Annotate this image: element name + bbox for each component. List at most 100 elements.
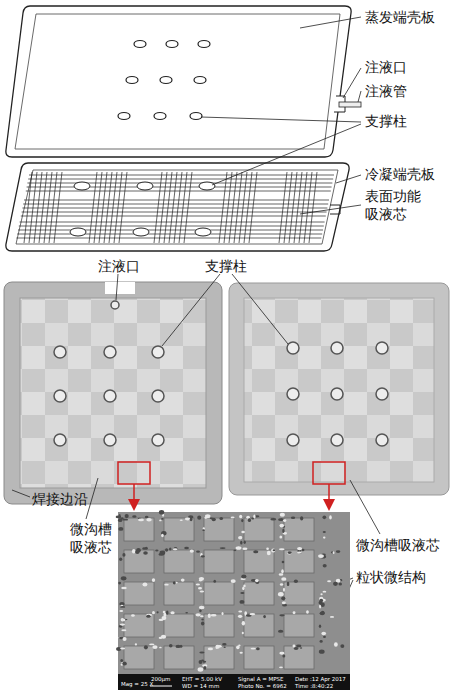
particle <box>159 510 164 515</box>
particle <box>242 621 245 625</box>
groove-cell <box>284 646 314 669</box>
particle <box>244 541 246 544</box>
particle <box>196 551 200 553</box>
particle <box>238 536 242 539</box>
particle <box>120 606 125 608</box>
particle <box>142 547 146 550</box>
groove <box>27 183 332 184</box>
particle <box>119 558 122 562</box>
particle <box>202 606 204 609</box>
groove <box>20 222 325 223</box>
particle <box>333 582 338 586</box>
particle <box>282 529 284 533</box>
groove-cell <box>244 646 274 669</box>
particle <box>124 577 126 579</box>
particle <box>318 554 324 558</box>
groove-cell <box>244 550 274 573</box>
part-label: 冷凝端壳板 <box>365 165 435 183</box>
particle <box>221 612 223 615</box>
particle <box>200 591 204 593</box>
particle <box>248 518 251 522</box>
particle <box>161 518 164 520</box>
particle <box>238 610 242 612</box>
particle <box>166 611 168 615</box>
particle <box>319 599 323 603</box>
groove-cell <box>164 582 194 605</box>
particle <box>292 645 295 648</box>
particle <box>190 550 194 553</box>
particle <box>118 637 123 639</box>
groove-cell <box>284 582 314 605</box>
part-label: 微沟槽吸液芯 <box>356 536 440 554</box>
particle <box>239 600 244 604</box>
particle <box>208 648 213 651</box>
particle <box>149 644 154 646</box>
particle <box>123 637 127 641</box>
particle <box>279 548 285 550</box>
particle <box>267 551 271 555</box>
particle <box>190 518 193 521</box>
particle <box>253 514 255 518</box>
groove-cell <box>204 582 234 605</box>
groove <box>19 226 324 227</box>
particle <box>250 613 256 615</box>
particle <box>287 551 291 554</box>
groove-cell <box>204 518 234 541</box>
particle <box>231 517 235 519</box>
particle <box>122 553 125 557</box>
groove <box>27 187 332 188</box>
particle <box>231 579 236 583</box>
particle <box>212 518 216 521</box>
particle <box>161 534 164 538</box>
particle <box>280 518 282 520</box>
particle <box>331 551 335 553</box>
particle <box>203 527 205 530</box>
particle <box>242 632 244 635</box>
particle <box>163 611 166 614</box>
particle <box>300 647 302 649</box>
groove <box>16 238 321 239</box>
particle <box>159 619 164 621</box>
particle <box>169 547 171 550</box>
particle <box>180 519 183 521</box>
particle <box>320 593 322 595</box>
particle <box>329 515 332 519</box>
particle <box>279 666 283 668</box>
particle <box>246 516 250 519</box>
particle <box>271 549 275 553</box>
particle <box>253 550 258 553</box>
particle <box>283 513 285 517</box>
particle <box>319 625 321 629</box>
particle <box>216 645 220 649</box>
groove-cell <box>164 550 194 573</box>
particle <box>165 548 168 552</box>
groove-cell <box>124 614 154 637</box>
particle <box>119 610 123 612</box>
particle <box>320 611 325 615</box>
groove-cell <box>284 518 314 541</box>
particle <box>282 654 285 657</box>
particle <box>208 613 211 617</box>
particle <box>339 582 342 585</box>
particle <box>144 645 148 649</box>
particle <box>155 549 158 551</box>
particle <box>283 588 285 592</box>
part-label: 支撑柱 <box>205 257 247 275</box>
particle <box>333 551 335 554</box>
groove-cell <box>164 518 194 541</box>
particle <box>132 515 136 518</box>
particle <box>279 573 284 575</box>
particle <box>280 513 285 517</box>
groove <box>26 191 331 192</box>
part-label: 微沟槽 吸液芯 <box>70 520 116 556</box>
particle <box>135 550 140 554</box>
groove <box>29 175 334 176</box>
groove <box>24 200 329 201</box>
particle <box>118 527 123 531</box>
particle <box>323 591 327 593</box>
groove-cell <box>124 550 154 573</box>
particle <box>321 632 326 635</box>
particle <box>132 549 136 553</box>
sem-info: Photo No. = 6962 <box>238 684 287 690</box>
